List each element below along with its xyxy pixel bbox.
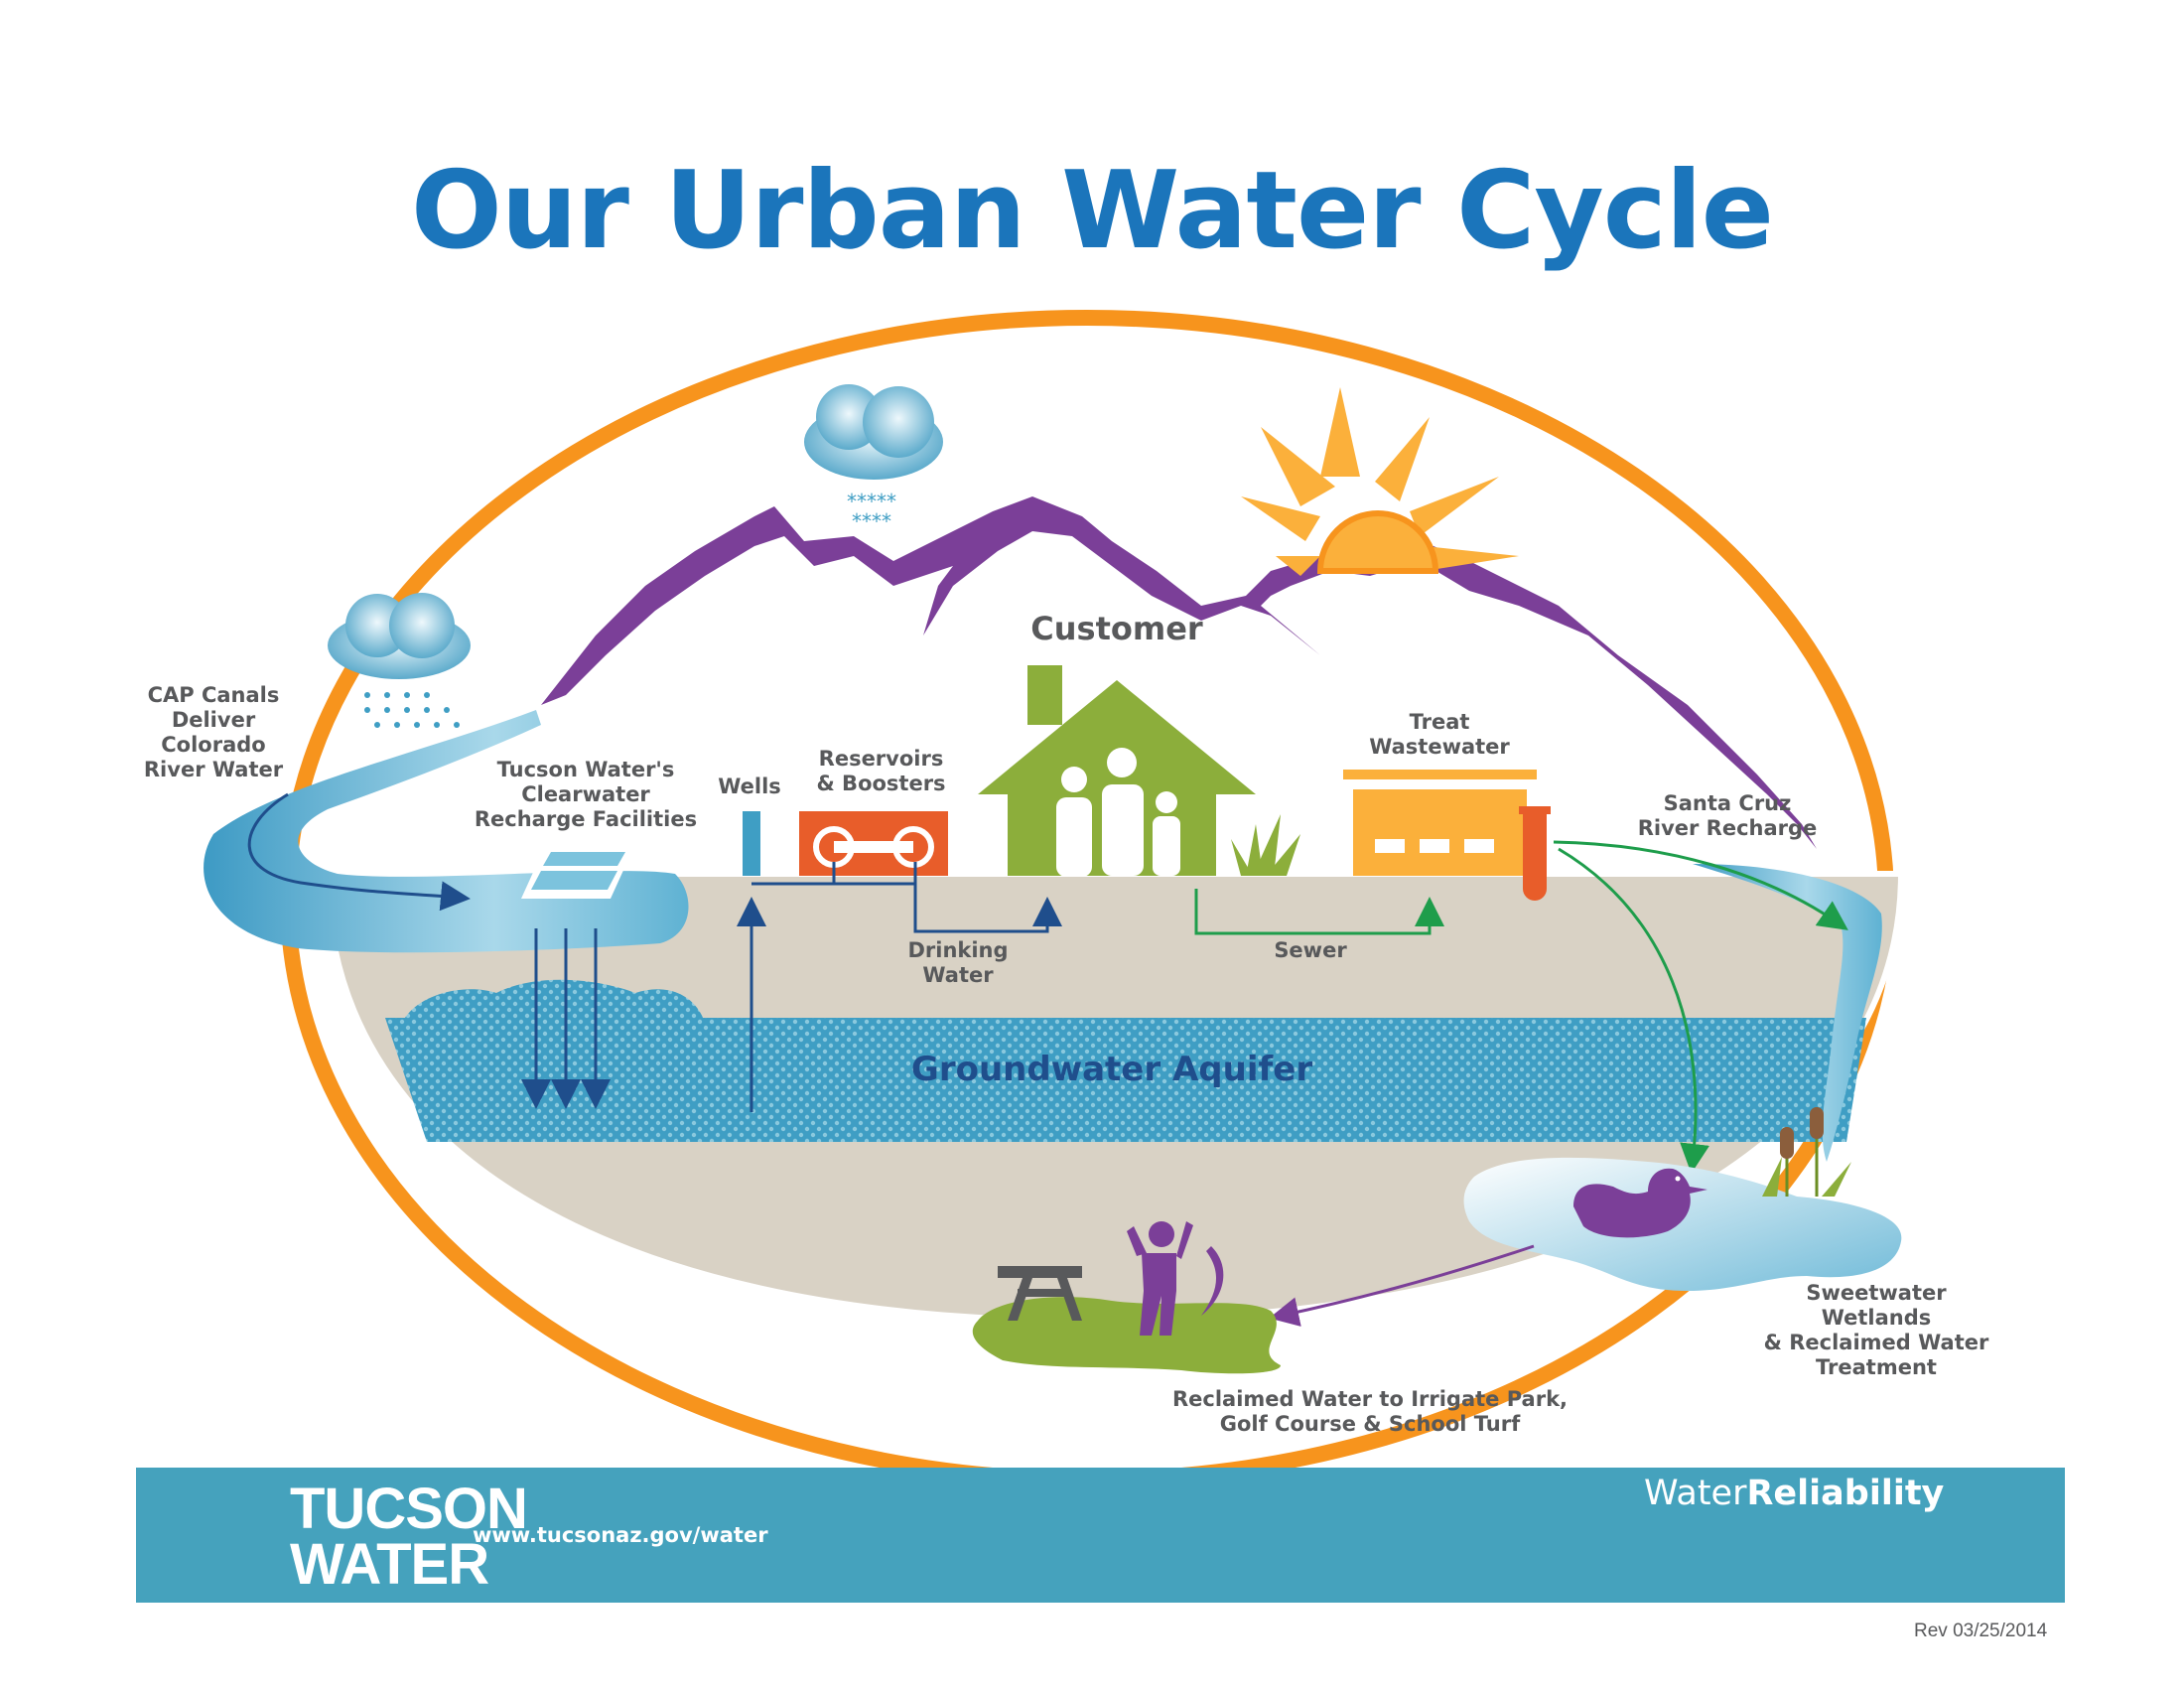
- cap-arrow: [247, 792, 471, 912]
- label-line: Wetlands: [1821, 1306, 1932, 1330]
- svg-text:*****: *****: [847, 490, 896, 513]
- label-drinking-water: Drinking Water: [884, 938, 1032, 988]
- cattails-icon: [1762, 1107, 1851, 1197]
- santa-cruz-arrow: [1553, 840, 1848, 930]
- sewer-pipe: [1194, 889, 1444, 935]
- label-line: Tucson Water's: [496, 758, 675, 781]
- rain-cloud-icon: [328, 593, 471, 728]
- reclaimed-arrow: [1269, 1244, 1535, 1327]
- label-santa-cruz: Santa Cruz River Recharge: [1628, 791, 1827, 841]
- label-cap-canals: CAP Canals Deliver Colorado River Water: [129, 683, 298, 782]
- grass-icon: [1231, 814, 1300, 876]
- water-reliability-title: WaterReliability: [1644, 1474, 1944, 1513]
- footer-bar: [136, 1468, 2065, 1603]
- label-treat-wastewater: Treat Wastewater: [1350, 710, 1529, 760]
- program-bold: Reliability: [1746, 1474, 1945, 1513]
- svg-text:****: ****: [852, 509, 891, 533]
- label-line: Treatment: [1816, 1355, 1937, 1379]
- customer-house-icon: [978, 665, 1256, 877]
- label-line: Reclaimed Water to Irrigate Park,: [1171, 1387, 1569, 1411]
- label-line: Colorado: [161, 733, 266, 757]
- label-recharge-facilities: Tucson Water's Clearwater Recharge Facil…: [467, 758, 705, 832]
- label-reservoirs: Reservoirs & Boosters: [794, 747, 968, 796]
- mountains: [541, 496, 1817, 849]
- groundwater-aquifer: [385, 1018, 1866, 1142]
- label-line: Sweetwater: [1806, 1281, 1947, 1305]
- label-line: & Boosters: [816, 772, 946, 795]
- label-sweetwater-wetlands: Sweetwater Wetlands & Reclaimed Water Tr…: [1747, 1281, 2005, 1380]
- wetlands-arrow: [1558, 847, 1709, 1174]
- treatment-plant-icon: [1343, 770, 1537, 876]
- test-tube-icon: [1519, 806, 1551, 901]
- label-line: Wastewater: [1369, 735, 1510, 759]
- label-sewer: Sewer: [1274, 938, 1347, 962]
- tucson-water-logo-text: TUCSON WATER: [290, 1477, 528, 1597]
- revision-date: Rev 03/25/2014: [1914, 1621, 2048, 1641]
- snow-cloud-icon: ***** ****: [804, 384, 943, 533]
- label-line: River Recharge: [1637, 816, 1818, 840]
- recharge-mound: [402, 979, 705, 1023]
- duck-icon: [1573, 1168, 1707, 1238]
- wetlands-pond: [1463, 1157, 1902, 1291]
- picnic-table-icon: [998, 1266, 1082, 1321]
- label-line: River Water: [143, 758, 284, 781]
- label-line: Treat: [1409, 710, 1470, 734]
- reservoirs-icon: [799, 811, 948, 876]
- page-title: Our Urban Water Cycle: [410, 149, 1774, 273]
- label-line: Santa Cruz: [1663, 791, 1792, 815]
- recharge-basin-icon: [521, 844, 635, 899]
- golfer-icon: [1127, 1221, 1224, 1336]
- sun-icon: [1241, 387, 1519, 576]
- label-wells: Wells: [718, 775, 781, 798]
- label-groundwater-aquifer: Groundwater Aquifer: [910, 1050, 1313, 1089]
- label-line: Golf Course & School Turf: [1219, 1412, 1521, 1436]
- label-line: Drinking: [907, 938, 1009, 962]
- santa-cruz-river: [1693, 864, 1882, 1162]
- program-light: Water: [1644, 1474, 1747, 1513]
- park-lawn: [972, 1297, 1281, 1374]
- label-line: Deliver: [171, 708, 256, 732]
- website-link[interactable]: www.tucsonaz.gov/water: [473, 1523, 768, 1547]
- drinking-water-pipe: [751, 882, 1062, 933]
- label-customer: Customer: [1030, 610, 1203, 647]
- label-line: & Reclaimed Water: [1763, 1331, 1989, 1354]
- label-line: Reservoirs: [818, 747, 944, 771]
- label-line: Recharge Facilities: [474, 807, 698, 831]
- brand-line-1: TUCSON: [290, 1477, 528, 1541]
- label-line: Water: [922, 963, 994, 987]
- well-icon: [743, 811, 760, 876]
- label-line: CAP Canals: [147, 683, 280, 707]
- label-reclaimed-water: Reclaimed Water to Irrigate Park, Golf C…: [1152, 1387, 1588, 1437]
- label-line: Clearwater: [521, 782, 650, 806]
- brand-line-2: WATER: [290, 1532, 489, 1597]
